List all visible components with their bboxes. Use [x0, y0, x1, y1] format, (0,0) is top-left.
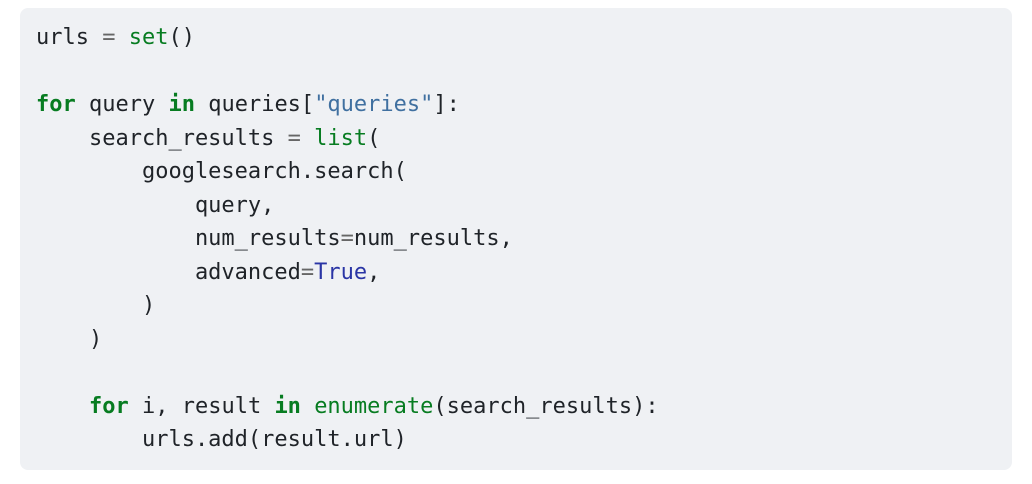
token-plain: advanced	[36, 259, 301, 285]
token-plain	[301, 394, 314, 419]
token-plain: query	[75, 92, 169, 117]
token-plain: num_results,	[353, 226, 513, 251]
token-plain: urls.add(result.url)	[36, 427, 407, 452]
token-plain: (search_results):	[433, 393, 659, 419]
token-plain: ]:	[433, 92, 460, 117]
token-op: =	[300, 259, 315, 285]
code-line: )	[36, 289, 996, 323]
token-plain: ()	[168, 25, 195, 50]
token-plain	[115, 25, 128, 50]
token-str: "queries"	[314, 92, 434, 117]
code-line	[36, 55, 996, 89]
code-line: urls = set()	[36, 21, 996, 55]
token-builtin: enumerate	[314, 393, 434, 419]
token-builtin: set	[128, 25, 169, 50]
token-op: =	[340, 226, 354, 251]
code-line: num_results=num_results,	[36, 222, 996, 256]
code-line: urls.add(result.url)	[36, 423, 996, 457]
token-plain: ,	[367, 259, 381, 285]
token-plain: urls	[36, 25, 103, 50]
code-line: for query in queries["queries"]:	[36, 88, 996, 122]
python-code-block: urls = set()for query in queries["querie…	[20, 8, 1012, 470]
token-plain: num_results	[36, 226, 341, 251]
token-plain: queries[	[194, 92, 315, 117]
token-const: True	[314, 259, 368, 285]
code-line: for i, result in enumerate(search_result…	[36, 390, 996, 424]
token-builtin: list	[314, 125, 368, 151]
token-plain	[301, 126, 314, 151]
token-op: =	[102, 25, 116, 50]
token-plain: )	[36, 293, 156, 318]
code-line: query,	[36, 189, 996, 223]
token-plain: (	[367, 125, 381, 151]
token-plain: googlesearch.search(	[36, 159, 407, 184]
code-line: search_results = list(	[36, 122, 996, 156]
code-line: googlesearch.search(	[36, 155, 996, 189]
token-plain: )	[36, 326, 103, 352]
token-plain	[36, 394, 89, 419]
code-line: )	[36, 323, 996, 357]
token-kw: for	[88, 393, 129, 419]
code-line: advanced=True,	[36, 256, 996, 290]
token-plain: query,	[36, 192, 275, 218]
token-op: =	[287, 125, 301, 151]
token-kw: in	[274, 393, 301, 419]
code-line	[36, 356, 996, 390]
token-plain: search_results	[36, 125, 288, 151]
token-kw: in	[168, 92, 195, 117]
token-kw: for	[36, 92, 76, 117]
token-plain: i, result	[128, 393, 275, 419]
